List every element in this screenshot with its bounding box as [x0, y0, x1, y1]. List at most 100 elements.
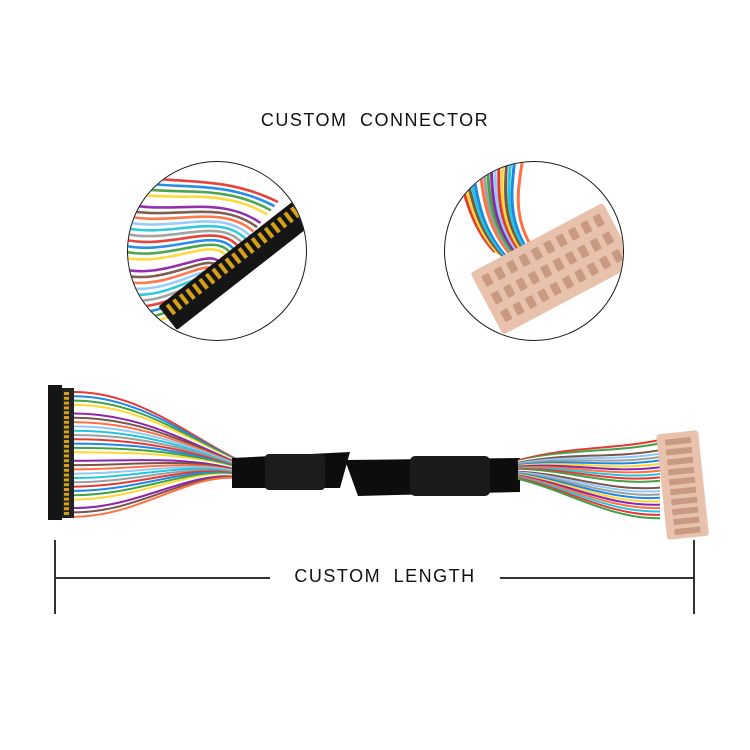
connector-cavity [664, 436, 692, 446]
wire [128, 243, 234, 258]
connector-cavity [503, 284, 516, 298]
wire [517, 462, 661, 468]
gold-pin [191, 282, 203, 295]
connector-cavity [666, 456, 694, 466]
gold-pin [250, 236, 262, 249]
heat-shrink-right [410, 456, 490, 496]
gold-pin [64, 430, 69, 434]
wire [517, 452, 661, 465]
right-connector [656, 430, 709, 540]
black-connector-body [159, 199, 306, 330]
gold-pin [204, 272, 216, 285]
wire [517, 469, 661, 483]
wire [517, 468, 661, 480]
gold-pin [64, 392, 69, 395]
custom-connector-title: CUSTOM CONNECTOR [260, 110, 490, 130]
connector-cavity [665, 446, 693, 456]
gold-pin [64, 483, 69, 487]
gold-pin [64, 411, 69, 415]
gold-pin [64, 502, 69, 506]
gold-pin [237, 247, 249, 260]
gold-pin [64, 478, 69, 482]
gold-pin [217, 262, 229, 275]
gold-pin [289, 206, 301, 219]
wire [128, 215, 255, 233]
connector-cavity [668, 476, 696, 486]
wire [517, 469, 661, 487]
connector-cavity [512, 301, 525, 316]
wire [517, 474, 661, 506]
gold-pin [64, 440, 69, 443]
gold-pin [64, 492, 69, 496]
gold-pin [64, 416, 69, 419]
connector-cavity [527, 270, 540, 285]
wire [128, 248, 231, 262]
wire [517, 475, 661, 510]
gold-pin [64, 473, 69, 477]
wire [128, 224, 248, 241]
connector-cavity [669, 486, 697, 496]
wire [128, 234, 241, 250]
beige-connector-body [471, 203, 623, 334]
connector-cavity [552, 257, 565, 272]
gold-pin [64, 468, 69, 472]
gold-pin [257, 231, 268, 244]
black-connector-closeup [127, 161, 307, 341]
connector-cavity [543, 240, 556, 254]
heat-shrink-left [265, 454, 325, 490]
gold-pin [64, 449, 69, 453]
wire [128, 229, 244, 245]
gold-pin [283, 211, 294, 224]
connector-cavity [580, 220, 593, 235]
gold-pin [64, 488, 69, 491]
gold-pin [64, 406, 69, 410]
connector-cavity [667, 466, 695, 476]
wire [517, 465, 661, 474]
wire [517, 476, 661, 513]
wire [517, 473, 661, 503]
connector-cavity [611, 249, 623, 263]
left-connector-body [48, 385, 62, 520]
connector-cavity [549, 282, 562, 296]
connector-cavity [577, 244, 590, 259]
gold-pin [64, 435, 69, 439]
gold-pin [64, 512, 69, 515]
wire [517, 477, 661, 520]
wire [517, 456, 661, 466]
connector-cavity [565, 251, 578, 265]
wire [517, 470, 661, 490]
black-connector-image [128, 173, 306, 330]
gold-pin [64, 425, 69, 429]
wire [517, 467, 661, 477]
beige-connector-closeup [444, 161, 624, 341]
gold-pin [64, 420, 69, 424]
wire [128, 220, 251, 237]
custom-length-label: CUSTOM LENGTH [270, 566, 500, 587]
wire [517, 471, 661, 493]
gold-pin [244, 242, 255, 254]
gold-pin [64, 454, 69, 458]
beige-connector [471, 203, 623, 334]
connector-cavity [574, 268, 587, 283]
connector-cavity [500, 308, 513, 322]
wire [128, 238, 238, 254]
gold-pin [172, 298, 183, 311]
connector-cavity [490, 290, 503, 305]
gold-pin [231, 252, 242, 265]
gold-pin [211, 267, 222, 280]
connector-cavity [567, 226, 580, 241]
connector-cavity [671, 496, 698, 506]
wire [517, 473, 661, 500]
connector-cavity [562, 275, 575, 290]
gold-pin [165, 303, 177, 316]
wire [517, 459, 661, 467]
connector-cavity [672, 506, 699, 516]
wire [517, 445, 661, 463]
gold-pin [198, 277, 209, 290]
wire [517, 464, 661, 471]
gold-pin [270, 221, 281, 234]
connector-cavity [506, 259, 519, 274]
wire [517, 439, 661, 462]
gold-pin [64, 459, 69, 463]
connector-cavity [518, 253, 531, 267]
